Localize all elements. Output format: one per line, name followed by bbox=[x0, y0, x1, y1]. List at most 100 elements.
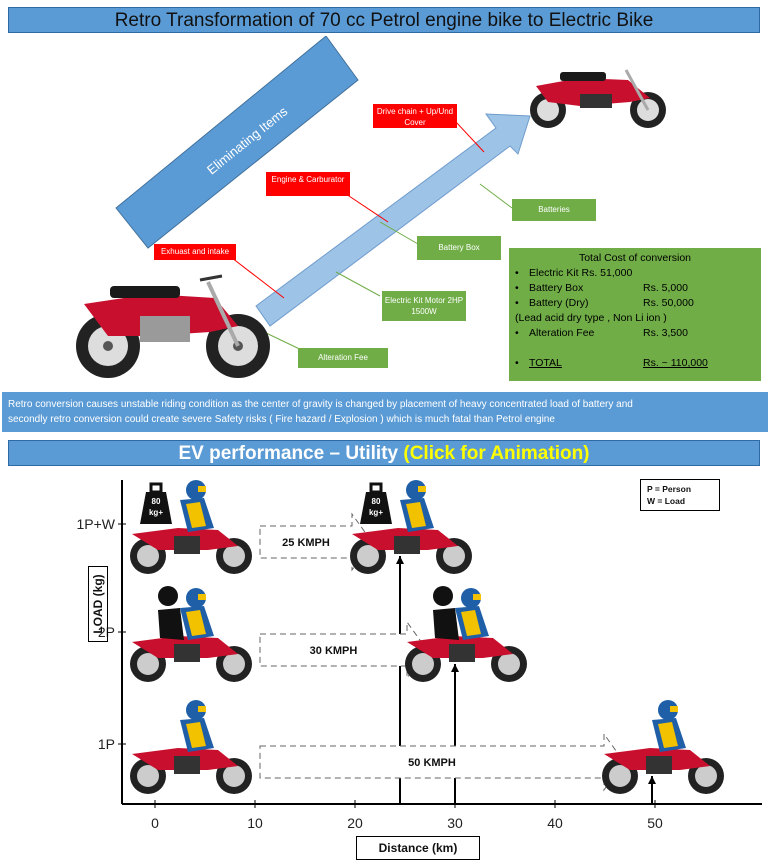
x-tick-label: 0 bbox=[151, 815, 159, 831]
added-electric-kit: Electric Kit Motor 2HP 1500W bbox=[382, 291, 466, 321]
speed-arrow bbox=[259, 732, 625, 792]
speed-label: 50 KMPH bbox=[408, 757, 456, 769]
cost-note: (Lead acid dry type , Non Li ion ) bbox=[515, 312, 667, 324]
speed-label: 25 KMPH bbox=[282, 537, 330, 549]
bike-part bbox=[449, 644, 475, 662]
bike-part bbox=[443, 545, 465, 567]
bike-part bbox=[223, 653, 245, 675]
electric-bike-image bbox=[530, 69, 666, 128]
cost-label: Battery Box bbox=[529, 282, 584, 294]
weight-tag-text: 80 bbox=[152, 497, 161, 506]
eliminating-items-bar: Eliminating Items bbox=[115, 36, 359, 249]
removed-item-label: Engine & Carburator bbox=[271, 175, 345, 184]
bike-part bbox=[137, 653, 159, 675]
cost-label: Alteration Fee bbox=[529, 327, 595, 339]
removed-engine-carburator: Engine & Carburator bbox=[266, 172, 350, 196]
bike-part bbox=[360, 492, 392, 524]
bullet: • bbox=[515, 282, 519, 294]
x-tick-label: 20 bbox=[347, 815, 363, 831]
connector-battery-box bbox=[379, 221, 419, 245]
added-battery-box: Battery Box bbox=[417, 236, 501, 260]
bike-part bbox=[186, 700, 206, 720]
bike-part bbox=[140, 492, 172, 524]
distance-marker-head bbox=[396, 556, 404, 564]
connector-drive-chain bbox=[455, 121, 485, 153]
animation-link[interactable]: (Click for Animation) bbox=[403, 443, 590, 464]
bike-part bbox=[609, 765, 631, 787]
bike-part bbox=[174, 756, 200, 774]
end-bike-1P bbox=[602, 700, 724, 794]
bike-part bbox=[186, 722, 206, 748]
chart-legend: P = Person W = Load bbox=[640, 479, 720, 511]
connector-electric-kit bbox=[335, 271, 381, 297]
performance-title[interactable]: EV performance – Utility (Click for Anim… bbox=[8, 440, 760, 466]
bike-part bbox=[461, 588, 481, 608]
weight-tag-text: 80 bbox=[372, 497, 381, 506]
connector-batteries bbox=[479, 183, 513, 209]
bike-part bbox=[198, 706, 206, 712]
bullet: • bbox=[515, 297, 519, 309]
bike-part bbox=[658, 722, 678, 748]
performance-title-text: EV performance – Utility bbox=[178, 443, 404, 464]
bike-part bbox=[158, 586, 178, 606]
conversion-diagram: Eliminating Items bbox=[76, 36, 666, 378]
cost-row: • Battery (Dry) Rs. 50,000 bbox=[515, 296, 755, 311]
bike-part bbox=[461, 610, 481, 636]
bike-part bbox=[223, 545, 245, 567]
x-axis-label: Distance (km) bbox=[356, 836, 480, 860]
x-tick-label: 40 bbox=[547, 815, 563, 831]
bike-part bbox=[198, 486, 206, 492]
bike-part bbox=[646, 756, 672, 774]
bike-part bbox=[174, 536, 200, 554]
end-bike-1PW: 80 kg+ bbox=[350, 480, 472, 574]
weight-tag-text: kg+ bbox=[149, 508, 163, 517]
added-item-label: Electric Kit Motor 2HP 1500W bbox=[384, 296, 464, 316]
speed-label: 30 KMPH bbox=[310, 645, 358, 657]
added-item-label: Battery Box bbox=[438, 243, 480, 252]
performance-chart: 0 10 20 30 40 50 1P 2P 1P+W 80 kg+ 25 KMPH 80 kg+ 30 K… bbox=[76, 480, 762, 831]
x-tick-label: 30 bbox=[447, 815, 463, 831]
weight-tag-text: kg+ bbox=[369, 508, 383, 517]
bike-part bbox=[394, 536, 420, 554]
total-label: TOTAL bbox=[529, 357, 562, 369]
cost-value: Rs. 5,000 bbox=[643, 282, 688, 294]
bike-part bbox=[498, 653, 520, 675]
notice-line: Retro conversion causes unstable riding … bbox=[8, 399, 633, 410]
cost-value: Rs. 3,500 bbox=[643, 327, 688, 339]
x-tick-label: 10 bbox=[247, 815, 263, 831]
bullet: • bbox=[515, 327, 519, 339]
bike-part bbox=[433, 586, 453, 606]
start-bike-1P bbox=[130, 700, 252, 794]
y-tick-label: 1P bbox=[98, 736, 115, 752]
added-item-label: Alteration Fee bbox=[318, 353, 368, 362]
bike-part bbox=[137, 765, 159, 787]
bike-part bbox=[149, 482, 163, 494]
total-value: Rs. ~ 110,000 bbox=[643, 357, 708, 369]
y-axis-label: LOAD (kg) bbox=[88, 566, 108, 642]
bike-part bbox=[670, 706, 678, 712]
page-title: Retro Transformation of 70 cc Petrol eng… bbox=[8, 7, 760, 33]
bike-part bbox=[433, 608, 459, 640]
y-tick-label: 1P+W bbox=[76, 516, 115, 532]
start-bike-1PW: 80 kg+ bbox=[130, 480, 252, 574]
cost-value: Rs. 50,000 bbox=[643, 297, 694, 309]
removed-item-label: Exhuast and intake bbox=[160, 247, 230, 256]
removed-exhaust-intake: Exhuast and intake bbox=[154, 244, 236, 260]
bike-part bbox=[406, 502, 426, 528]
bike-part bbox=[406, 480, 426, 500]
cost-label: Electric Kit Rs. 51,000 bbox=[529, 267, 633, 279]
bike-part bbox=[198, 594, 206, 600]
bike-part bbox=[186, 502, 206, 528]
distance-marker-head bbox=[648, 776, 656, 784]
connector-engine bbox=[342, 191, 389, 223]
y-tick-label: 2P bbox=[98, 624, 115, 640]
added-batteries: Batteries bbox=[512, 199, 596, 221]
cost-title: Total Cost of conversion bbox=[578, 252, 692, 264]
cost-label: Battery (Dry) bbox=[529, 297, 589, 309]
removed-drive-chain: Drive chain + Up/Und Cover bbox=[373, 104, 457, 128]
x-tick-label: 50 bbox=[647, 815, 663, 831]
bike-part bbox=[473, 594, 481, 600]
cost-row: (Lead acid dry type , Non Li ion ) bbox=[515, 311, 755, 326]
bike-part bbox=[412, 653, 434, 675]
